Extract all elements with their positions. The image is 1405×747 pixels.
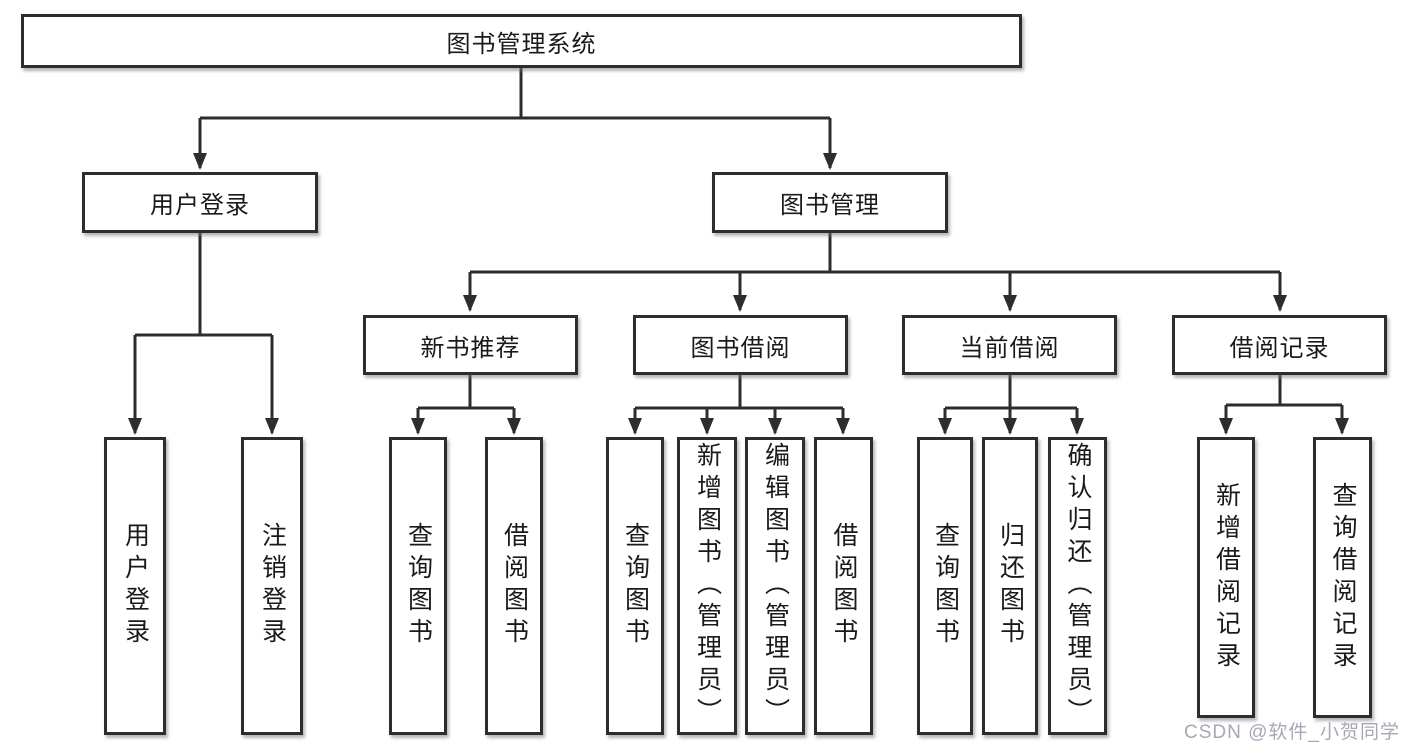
node-user-login: 用户登录	[82, 172, 318, 233]
leaf-borrow-books: 借阅图书	[814, 437, 873, 735]
leaf-query-books-current: 查询图书	[917, 437, 973, 735]
node-book-borrowing: 图书借阅	[633, 315, 848, 375]
leaf-edit-books-admin: 编辑图书（管理员）	[745, 437, 805, 735]
leaf-return-books: 归还图书	[982, 437, 1038, 735]
leaf-label: 查询借阅记录	[1329, 481, 1357, 674]
leaf-logout: 注销登录	[241, 437, 303, 735]
leaf-label: 归还图书	[996, 522, 1025, 650]
node-book-management: 图书管理	[712, 172, 948, 233]
leaf-query-books-recommend: 查询图书	[389, 437, 447, 735]
leaf-label: 借阅图书	[500, 522, 529, 650]
node-label: 新书推荐	[420, 334, 521, 362]
leaf-label: 注销登录	[258, 522, 287, 650]
leaf-add-borrow-record: 新增借阅记录	[1197, 437, 1255, 718]
connector-paths	[128, 68, 1349, 435]
leaf-query-borrow-record: 查询借阅记录	[1313, 437, 1372, 718]
node-label: 图书管理	[780, 192, 880, 219]
node-label: 图书借阅	[690, 334, 791, 362]
node-label: 图书管理系统	[446, 30, 597, 58]
leaf-label: 确认归还（管理员）	[1064, 442, 1092, 730]
leaf-label: 查询图书	[404, 522, 433, 650]
leaf-label: 用户登录	[121, 522, 150, 650]
leaf-label: 借阅图书	[830, 522, 858, 650]
leaf-confirm-return-admin: 确认归还（管理员）	[1048, 437, 1107, 735]
leaf-label: 查询图书	[621, 522, 650, 650]
leaf-label: 新增借阅记录	[1212, 481, 1241, 674]
leaf-user-login: 用户登录	[104, 437, 166, 735]
node-library-management-system: 图书管理系统	[21, 14, 1022, 68]
leaf-add-books-admin: 新增图书（管理员）	[677, 437, 737, 735]
leaf-label: 新增图书（管理员）	[693, 442, 722, 730]
leaf-borrow-books-recommend: 借阅图书	[485, 437, 543, 735]
leaf-label: 查询图书	[931, 522, 960, 650]
node-borrowing-records: 借阅记录	[1172, 315, 1387, 375]
leaf-query-books-borrowing: 查询图书	[606, 437, 664, 735]
node-label: 当前借阅	[959, 334, 1060, 362]
leaf-label: 编辑图书（管理员）	[761, 442, 790, 730]
node-label: 用户登录	[150, 192, 250, 219]
node-new-book-recommendation: 新书推荐	[363, 315, 578, 375]
node-current-borrowing: 当前借阅	[902, 315, 1117, 375]
node-label: 借阅记录	[1229, 334, 1330, 362]
csdn-watermark: CSDN @软件_小贺同学	[1184, 722, 1400, 743]
